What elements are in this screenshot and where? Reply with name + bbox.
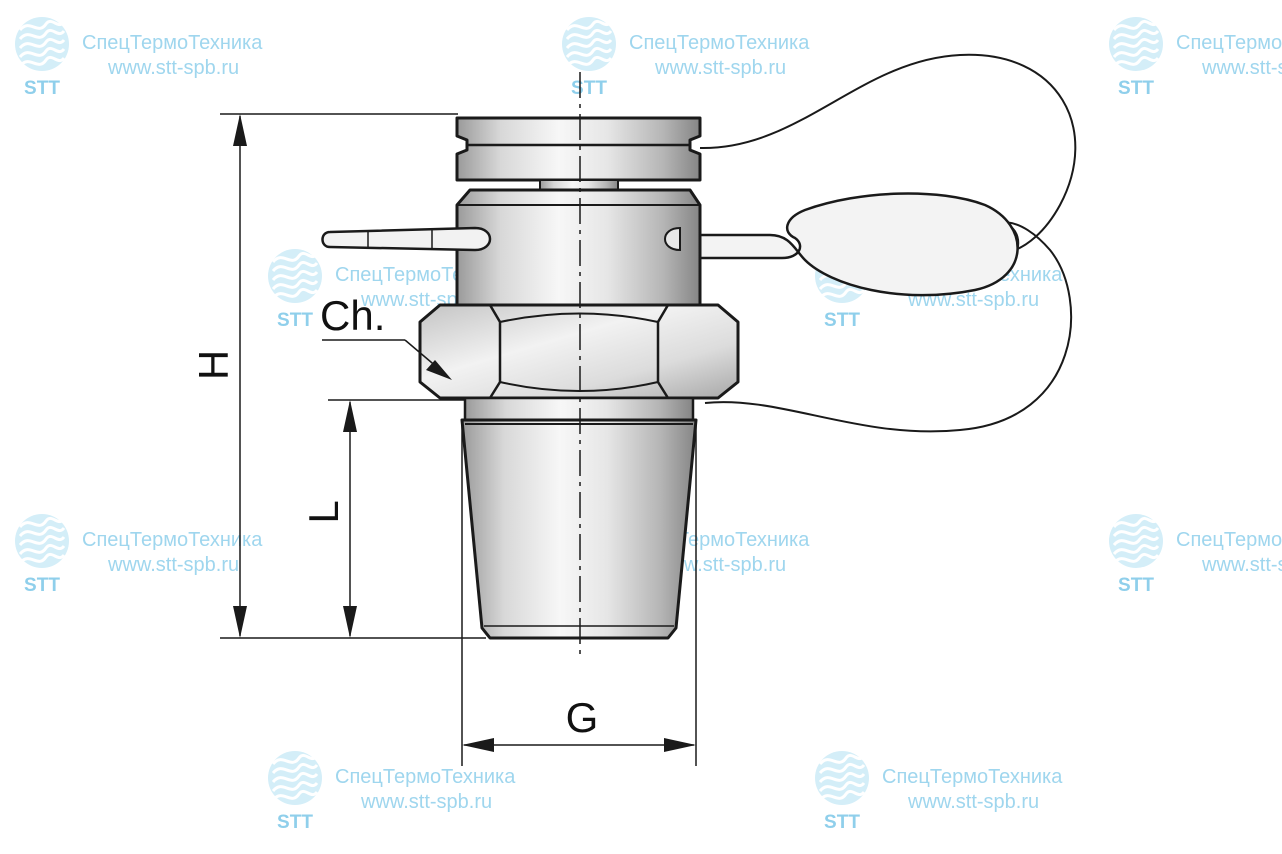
stt-wave-logo-icon [268, 751, 322, 805]
dimension-length: L [300, 399, 465, 638]
chamfer-label: Ch. [320, 292, 385, 339]
hex-nut [418, 303, 740, 400]
threaded-shank [460, 396, 698, 640]
watermark: STT СпецТермоТехника www.stt-spb.ru [562, 17, 810, 99]
height-label: H [190, 350, 237, 380]
cap [455, 116, 702, 191]
watermark-url: www.stt-spb.ru [107, 554, 239, 576]
retaining-chain [660, 53, 1077, 433]
watermark: STT СпецТермоТехника www.stt-spb.ru [1109, 514, 1282, 596]
watermark-url: www.stt-spb.ru [1201, 554, 1282, 576]
watermark-logo-text: STT [277, 310, 313, 331]
watermark-company: СпецТермоТехника [1176, 32, 1282, 54]
stt-wave-logo-icon [562, 17, 616, 71]
watermark-logo-text: STT [277, 812, 313, 833]
stt-wave-logo-icon [15, 17, 69, 71]
watermark-logo-text: STT [824, 310, 860, 331]
watermark-company: СпецТермоТехника [882, 766, 1063, 788]
watermark-company: СпецТермоТехника [629, 32, 810, 54]
watermark: STT СпецТермоТехника www.stt-spb.ru [15, 17, 263, 99]
length-label: L [300, 500, 347, 523]
watermark-url: www.stt-spb.ru [1201, 57, 1282, 79]
stt-wave-logo-icon [1109, 514, 1163, 568]
watermark: STT СпецТермоТехника www.stt-spb.ru [15, 514, 263, 596]
watermark: STT СпецТермоТехника www.stt-spb.ru [815, 751, 1063, 833]
stt-wave-logo-icon [268, 249, 322, 303]
stt-wave-logo-icon [15, 514, 69, 568]
dimension-height: H [190, 113, 486, 639]
watermark: STT СпецТермоТехника www.stt-spb.ru [268, 751, 516, 833]
watermark-logo-text: STT [824, 812, 860, 833]
watermark-company: СпецТермоТехника [335, 766, 516, 788]
watermark: STT СпецТермоТехника www.stt-spb.ru [1109, 17, 1282, 99]
watermark-company: СпецТермоТехника [1176, 529, 1282, 551]
chamfer-callout: Ch. [320, 292, 452, 380]
watermark-logo-text: STT [571, 78, 607, 99]
watermark-logo-text: STT [24, 575, 60, 596]
watermark-url: www.stt-spb.ru [654, 554, 786, 576]
watermark-url: www.stt-spb.ru [360, 791, 492, 813]
watermark-url: www.stt-spb.ru [654, 57, 786, 79]
dimension-thread: G [461, 420, 697, 766]
stt-wave-logo-icon [1109, 17, 1163, 71]
watermark-logo-text: STT [1118, 78, 1154, 99]
watermark-company: СпецТермоТехника [82, 529, 263, 551]
watermark-company: СпецТермоТехника [82, 32, 263, 54]
watermark-logo-text: STT [1118, 575, 1154, 596]
watermark-url: www.stt-spb.ru [107, 57, 239, 79]
watermark-url: www.stt-spb.ru [907, 791, 1039, 813]
body [321, 188, 702, 307]
stt-wave-logo-icon [815, 751, 869, 805]
thread-label: G [566, 694, 599, 741]
watermark-logo-text: STT [24, 78, 60, 99]
